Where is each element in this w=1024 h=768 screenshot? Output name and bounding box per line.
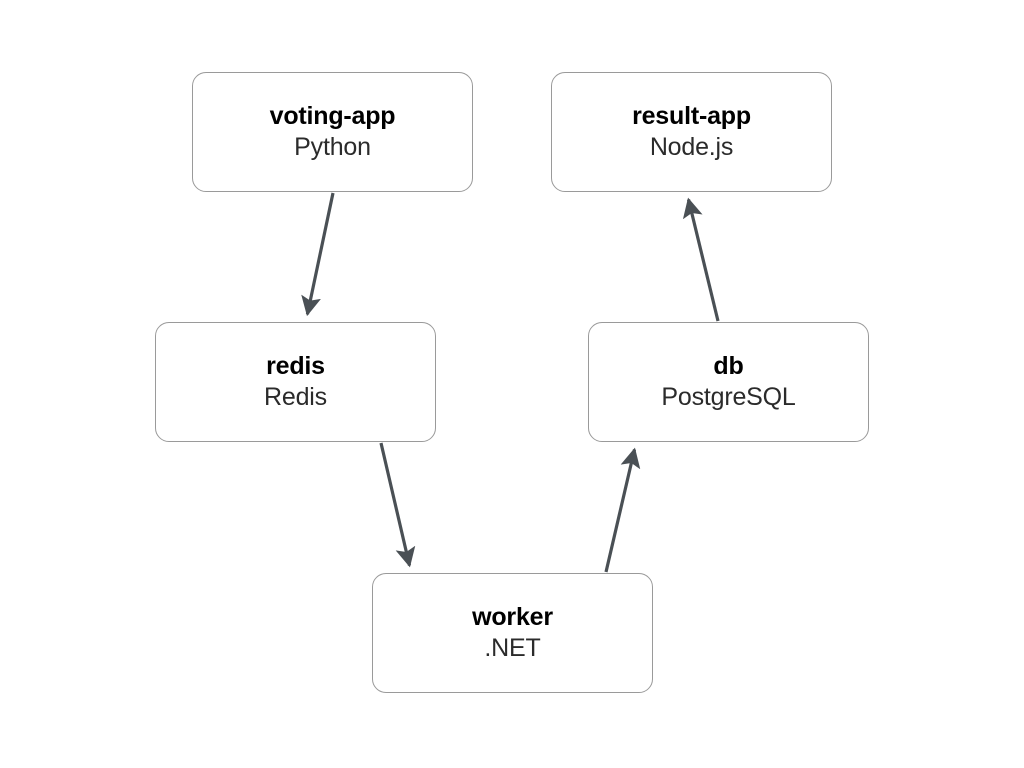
node-title: db bbox=[713, 351, 744, 380]
node-worker[interactable]: worker .NET bbox=[372, 573, 653, 693]
edge-db-to-result-app bbox=[682, 197, 720, 322]
node-title: result-app bbox=[632, 101, 751, 130]
node-db[interactable]: db PostgreSQL bbox=[588, 322, 869, 442]
node-title: voting-app bbox=[269, 101, 396, 130]
node-subtitle: Node.js bbox=[649, 133, 734, 161]
node-subtitle: Python bbox=[294, 133, 371, 161]
node-subtitle: Redis bbox=[264, 383, 327, 411]
node-title: redis bbox=[266, 351, 325, 380]
edge-worker-to-db bbox=[604, 447, 641, 573]
node-result-app[interactable]: result-app Node.js bbox=[551, 72, 832, 192]
node-subtitle: PostgreSQL bbox=[661, 383, 796, 411]
edge-voting-app-to-redis bbox=[301, 192, 335, 317]
edge-redis-to-worker bbox=[379, 442, 416, 568]
node-redis[interactable]: redis Redis bbox=[155, 322, 436, 442]
node-voting-app[interactable]: voting-app Python bbox=[192, 72, 473, 192]
node-subtitle: .NET bbox=[484, 634, 541, 662]
node-title: worker bbox=[472, 602, 553, 631]
